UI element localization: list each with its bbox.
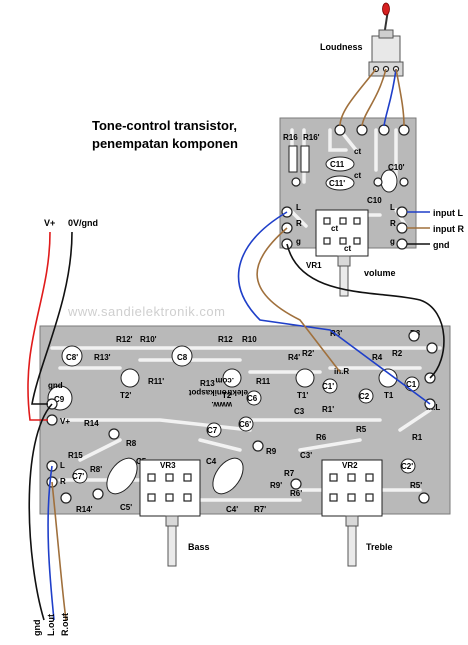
svg-text:R7: R7: [284, 469, 295, 478]
svg-text:R2': R2': [302, 349, 314, 358]
wires: [27, 68, 445, 621]
svg-text:R4: R4: [372, 353, 383, 362]
top-board: R16 R16' C11 C11' ct ct C10' C10 L R g L…: [279, 117, 417, 297]
svg-text:R8': R8': [90, 465, 102, 474]
svg-text:L: L: [296, 203, 301, 212]
svg-text:L: L: [60, 461, 65, 470]
svg-text:R3': R3': [330, 329, 342, 338]
svg-text:C9: C9: [54, 395, 65, 404]
svg-text:T2': T2': [120, 391, 131, 400]
c10p-label: C10': [388, 163, 405, 172]
c10-label: C10: [367, 196, 382, 205]
svg-text:ct: ct: [354, 147, 361, 156]
svg-text:VR3: VR3: [160, 461, 176, 470]
loudness-switch: [368, 2, 404, 77]
svg-text:R5': R5': [410, 481, 422, 490]
vr3: [139, 459, 201, 517]
c11-label: C11: [330, 160, 345, 169]
svg-text:C3: C3: [294, 407, 305, 416]
svg-text:R15: R15: [68, 451, 83, 460]
gnd-label: gnd: [433, 240, 450, 250]
svg-text:R: R: [60, 477, 66, 486]
r16-label: R16: [283, 133, 298, 142]
gnd-supply-label: 0V/gnd: [68, 218, 98, 228]
svg-text:R9': R9': [270, 481, 282, 490]
svg-text:L: L: [390, 203, 395, 212]
svg-text:R4': R4': [288, 353, 300, 362]
svg-text:R14: R14: [84, 419, 99, 428]
svg-text:R5: R5: [356, 425, 367, 434]
vplus-label: V+: [44, 218, 55, 228]
loudness-label: Loudness: [320, 42, 363, 52]
svg-text:R13': R13': [94, 353, 111, 362]
svg-text:R6': R6': [290, 489, 302, 498]
svg-text:in.R: in.R: [334, 367, 349, 376]
treble-label: Treble: [366, 542, 393, 552]
svg-text:C5': C5': [120, 503, 132, 512]
svg-text:ct: ct: [344, 244, 351, 253]
input-r-label: input R: [433, 224, 464, 234]
out-gnd-label: gnd: [32, 620, 42, 637]
svg-text:C4: C4: [206, 457, 217, 466]
svg-text:R10: R10: [242, 335, 257, 344]
volume-label: volume: [364, 268, 396, 278]
vr1: [315, 209, 369, 257]
svg-text:ct: ct: [331, 224, 338, 233]
out-r-label: R.out: [60, 613, 70, 636]
svg-text:C4': C4': [226, 505, 238, 514]
watermark: www.sandielektronik.com: [67, 304, 225, 319]
svg-text:C8': C8': [66, 353, 78, 362]
svg-text:R9: R9: [266, 447, 277, 456]
svg-text:C6': C6': [239, 420, 251, 429]
svg-text:V+: V+: [60, 417, 70, 426]
svg-text:R12': R12': [116, 335, 133, 344]
vr2: [321, 459, 383, 517]
svg-text:R12: R12: [218, 335, 233, 344]
svg-text:R6: R6: [316, 433, 327, 442]
vr1-label: VR1: [306, 261, 322, 270]
svg-text:R11: R11: [256, 377, 271, 386]
svg-text:VR2: VR2: [342, 461, 358, 470]
svg-text:ct: ct: [354, 171, 361, 180]
main-board: C8' C8 C9 T2' T2 T1' T1 C6 C7 C6' C7' C1…: [39, 325, 451, 517]
svg-text:R13: R13: [200, 379, 215, 388]
svg-text:R7': R7': [254, 505, 266, 514]
svg-text:C1: C1: [406, 380, 417, 389]
input-l-label: input L: [433, 208, 463, 218]
svg-text:R11': R11': [148, 377, 164, 386]
pcb-stamp-line2: elektronikaspot: [189, 388, 248, 397]
title-line2: penempatan komponen: [92, 136, 238, 151]
svg-text:R10': R10': [140, 335, 157, 344]
svg-text:C8: C8: [177, 353, 188, 362]
r16p-label: R16': [303, 133, 320, 142]
svg-text:R2: R2: [392, 349, 403, 358]
c11p-label: C11': [329, 179, 345, 188]
svg-text:C3': C3': [300, 451, 312, 460]
svg-text:R1': R1': [322, 405, 334, 414]
pcb-stamp-line3: .com: [215, 376, 234, 385]
svg-text:R: R: [390, 219, 396, 228]
svg-text:T1': T1': [297, 391, 308, 400]
svg-text:R1: R1: [412, 433, 423, 442]
svg-text:R8: R8: [126, 439, 137, 448]
switch-lever: [382, 2, 390, 16]
svg-text:gnd: gnd: [48, 381, 63, 390]
svg-text:C2': C2': [401, 462, 413, 471]
svg-text:C6: C6: [247, 394, 258, 403]
svg-text:T2: T2: [222, 391, 232, 400]
svg-text:C7: C7: [207, 426, 218, 435]
svg-text:C2: C2: [359, 392, 370, 401]
svg-text:g: g: [296, 237, 301, 246]
svg-text:C7': C7': [72, 472, 84, 481]
svg-text:R14': R14': [76, 505, 93, 514]
out-l-label: L.out: [46, 614, 56, 636]
svg-text:g: g: [390, 237, 395, 246]
title-line1: Tone-control transistor,: [92, 118, 237, 133]
svg-text:T1: T1: [384, 391, 394, 400]
pcb-stamp-line1: www.: [211, 400, 233, 409]
svg-text:R: R: [296, 219, 302, 228]
svg-text:C1': C1': [322, 382, 334, 391]
bass-label: Bass: [188, 542, 210, 552]
